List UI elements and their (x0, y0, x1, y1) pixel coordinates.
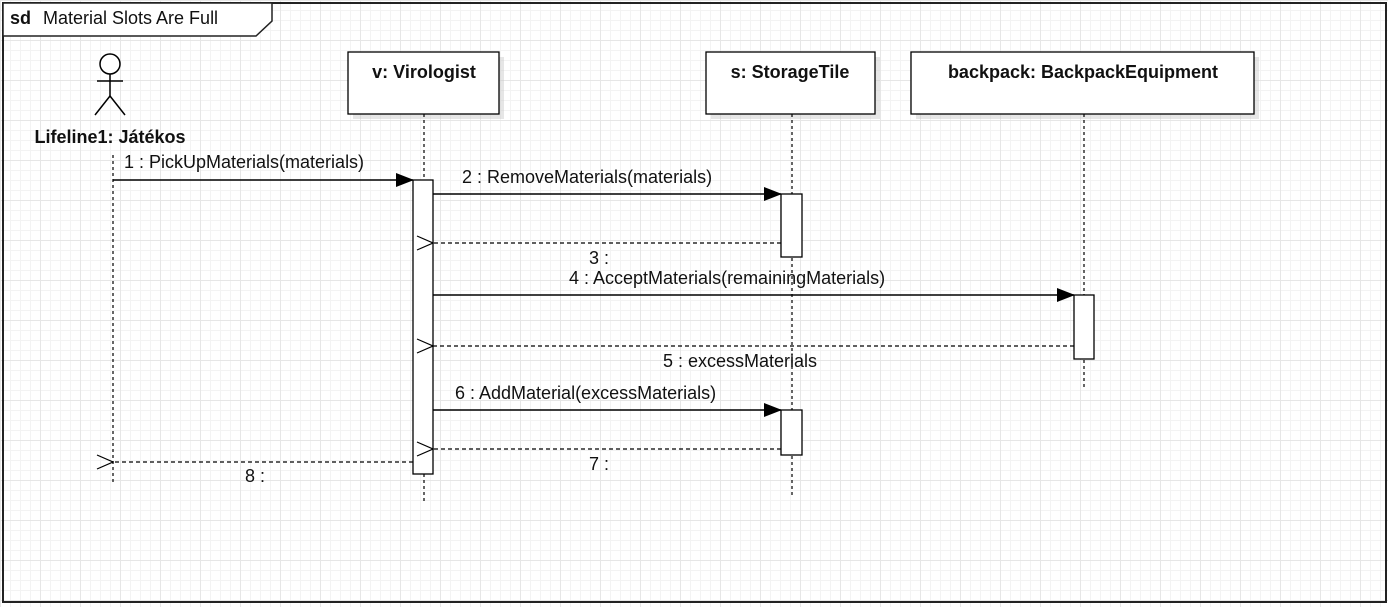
storage-tile-box (705, 51, 876, 115)
message-7-label: 7 : (589, 454, 609, 474)
actor-stick-figure (94, 53, 126, 116)
virologist-activation (412, 179, 434, 475)
virologist-label: v: Virologist (372, 62, 476, 82)
backpack-label: backpack: BackpackEquipment (948, 62, 1218, 82)
message-3-label: 3 : (589, 248, 609, 268)
storage-tile-activation-1 (780, 193, 803, 258)
actor-label: Lifeline1: Játékos (34, 127, 185, 147)
virologist-box (347, 51, 500, 115)
storage-tile-label: s: StorageTile (731, 62, 850, 82)
backpack-activation (1073, 294, 1095, 360)
frame-tag (2, 2, 273, 37)
message-5-label: 5 : excessMaterials (663, 351, 817, 371)
backpack-box (910, 51, 1255, 115)
storage-tile-activation-2 (780, 409, 803, 456)
message-1-label: 1 : PickUpMaterials(materials) (124, 152, 364, 172)
message-6-label: 6 : AddMaterial(excessMaterials) (455, 383, 716, 403)
frame-keyword: sd (10, 8, 31, 28)
message-8-label: 8 : (245, 466, 265, 486)
message-4-label: 4 : AcceptMaterials(remainingMaterials) (569, 268, 885, 288)
message-2-label: 2 : RemoveMaterials(materials) (462, 167, 712, 187)
frame-title: Material Slots Are Full (43, 8, 218, 28)
